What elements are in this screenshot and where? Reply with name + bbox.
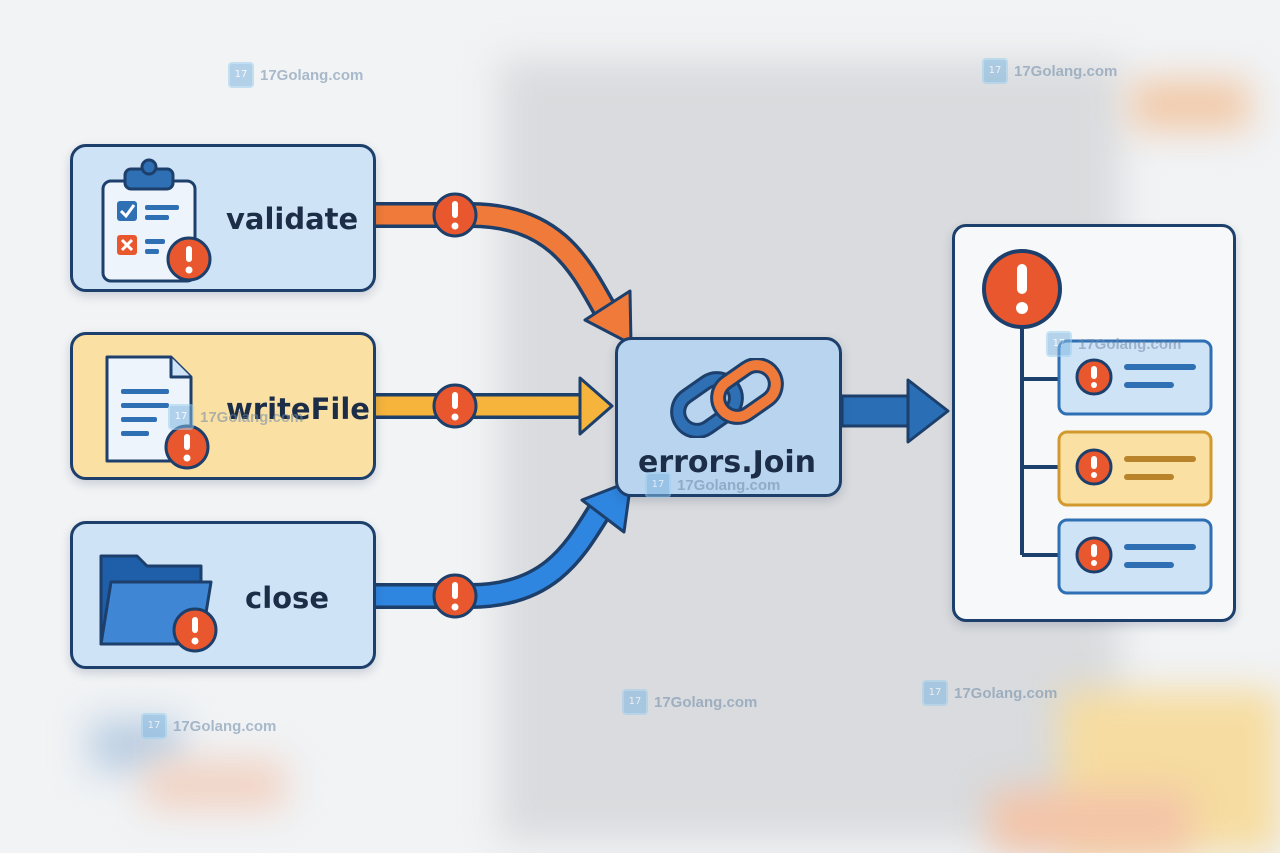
node-close: close	[70, 521, 376, 669]
node-label: writeFile	[226, 392, 370, 426]
node-label: close	[245, 581, 329, 615]
watermark: 17 17Golang.com	[141, 713, 276, 739]
watermark-logo-icon: 17	[645, 472, 671, 498]
node-validate: validate	[70, 144, 376, 292]
watermark-logo-icon: 17	[622, 689, 648, 715]
error-alert-icon	[166, 236, 212, 282]
watermark: 17 17Golang.com	[1046, 331, 1181, 357]
clipboard-icon	[101, 158, 212, 283]
watermark-text: 17Golang.com	[173, 717, 277, 735]
error-tree	[982, 249, 1213, 595]
error-item	[1057, 430, 1213, 507]
watermark-logo-icon: 17	[922, 680, 948, 706]
chain-link-icon	[670, 358, 784, 438]
error-item	[1057, 518, 1213, 595]
watermark: 17 17Golang.com	[622, 689, 757, 715]
node-label: validate	[226, 202, 359, 236]
background-sticky-note	[1130, 80, 1250, 130]
watermark-text: 17Golang.com	[954, 684, 1058, 702]
watermark: 17 17Golang.com	[645, 472, 780, 498]
arrowhead-validate	[583, 289, 633, 346]
error-alert-icon	[432, 573, 478, 619]
watermark-text: 17Golang.com	[677, 476, 781, 494]
watermark-text: 17Golang.com	[654, 693, 758, 711]
arrowhead-output	[906, 378, 950, 444]
watermark-text: 17Golang.com	[1014, 62, 1118, 80]
arrow-output	[840, 394, 914, 428]
watermark-text: 17Golang.com	[260, 66, 364, 84]
background-sticky-note	[990, 790, 1190, 853]
watermark: 17 17Golang.com	[228, 62, 363, 88]
error-alert-icon	[172, 607, 218, 653]
watermark-logo-icon: 17	[1046, 331, 1072, 357]
error-alert-icon	[982, 249, 1062, 329]
watermark-logo-icon: 17	[228, 62, 254, 88]
background-card	[145, 760, 285, 810]
watermark: 17 17Golang.com	[168, 404, 303, 430]
watermark: 17 17Golang.com	[922, 680, 1057, 706]
error-item	[1057, 339, 1213, 416]
arrowhead-close	[580, 479, 633, 534]
watermark: 17 17Golang.com	[982, 58, 1117, 84]
node-errors-join: errors.Join	[615, 337, 842, 497]
error-alert-icon	[432, 383, 478, 429]
watermark-text: 17Golang.com	[1078, 335, 1182, 353]
joined-error-panel	[952, 224, 1236, 622]
watermark-logo-icon: 17	[141, 713, 167, 739]
watermark-logo-icon: 17	[168, 404, 194, 430]
error-alert-icon	[432, 192, 478, 238]
watermark-text: 17Golang.com	[200, 408, 304, 426]
watermark-logo-icon: 17	[982, 58, 1008, 84]
error-alert-icon	[164, 424, 210, 470]
folder-icon	[99, 554, 218, 653]
arrowhead-writefile	[578, 376, 614, 436]
node-writefile: writeFile	[70, 332, 376, 480]
